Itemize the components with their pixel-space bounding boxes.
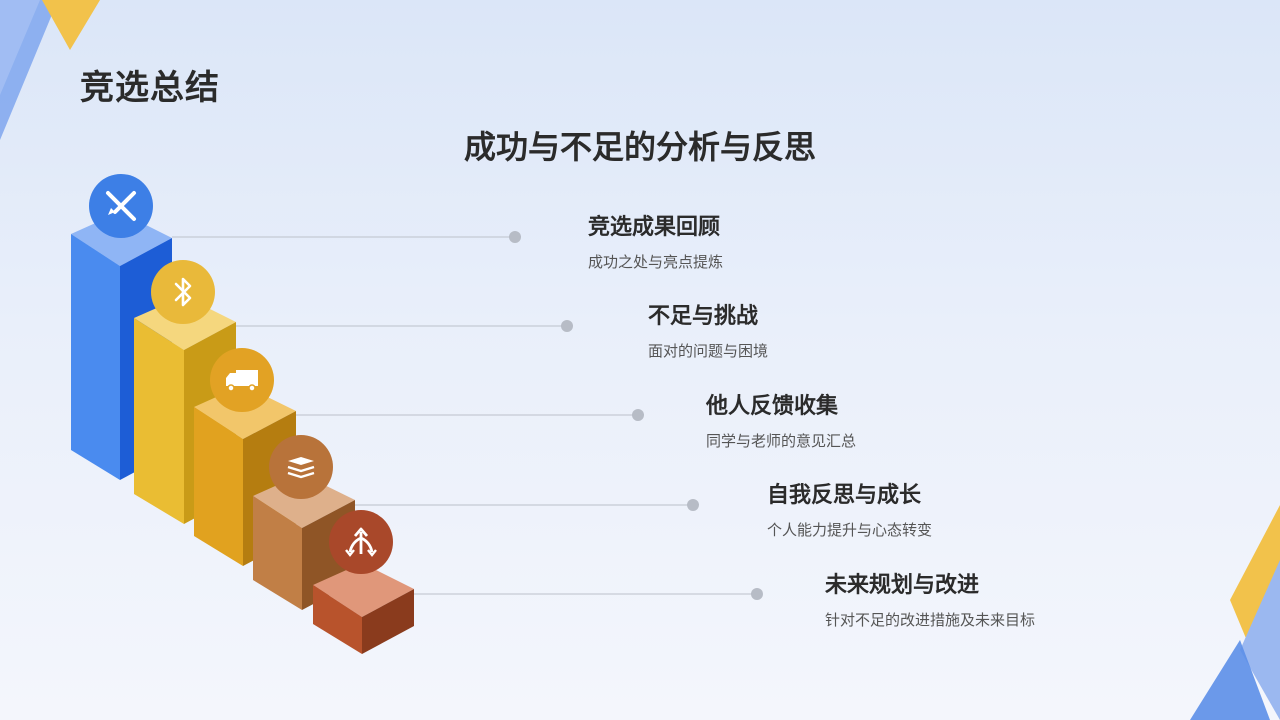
split-arrows-icon — [329, 510, 393, 574]
item-description: 针对不足的改进措施及未来目标 — [825, 609, 1035, 630]
list-item: 不足与挑战 面对的问题与困境 — [648, 298, 768, 361]
item-title: 不足与挑战 — [648, 298, 768, 330]
item-description: 个人能力提升与心态转变 — [767, 519, 932, 540]
bluetooth-icon — [151, 260, 215, 324]
item-title: 自我反思与成长 — [767, 477, 932, 509]
list-item: 自我反思与成长 个人能力提升与心态转变 — [767, 477, 932, 540]
truck-icon — [210, 348, 274, 412]
list-item: 未来规划与改进 针对不足的改进措施及未来目标 — [825, 567, 1035, 630]
item-description: 面对的问题与困境 — [648, 340, 768, 361]
item-description: 成功之处与亮点提炼 — [588, 251, 723, 272]
item-description: 同学与老师的意见汇总 — [706, 430, 856, 451]
list-item: 竞选成果回顾 成功之处与亮点提炼 — [588, 209, 723, 272]
item-title: 未来规划与改进 — [825, 567, 1035, 599]
layers-icon — [269, 435, 333, 499]
item-title: 他人反馈收集 — [706, 388, 856, 420]
item-title: 竞选成果回顾 — [588, 209, 723, 241]
paintbrush-tools-icon — [89, 174, 153, 238]
list-item: 他人反馈收集 同学与老师的意见汇总 — [706, 388, 856, 451]
